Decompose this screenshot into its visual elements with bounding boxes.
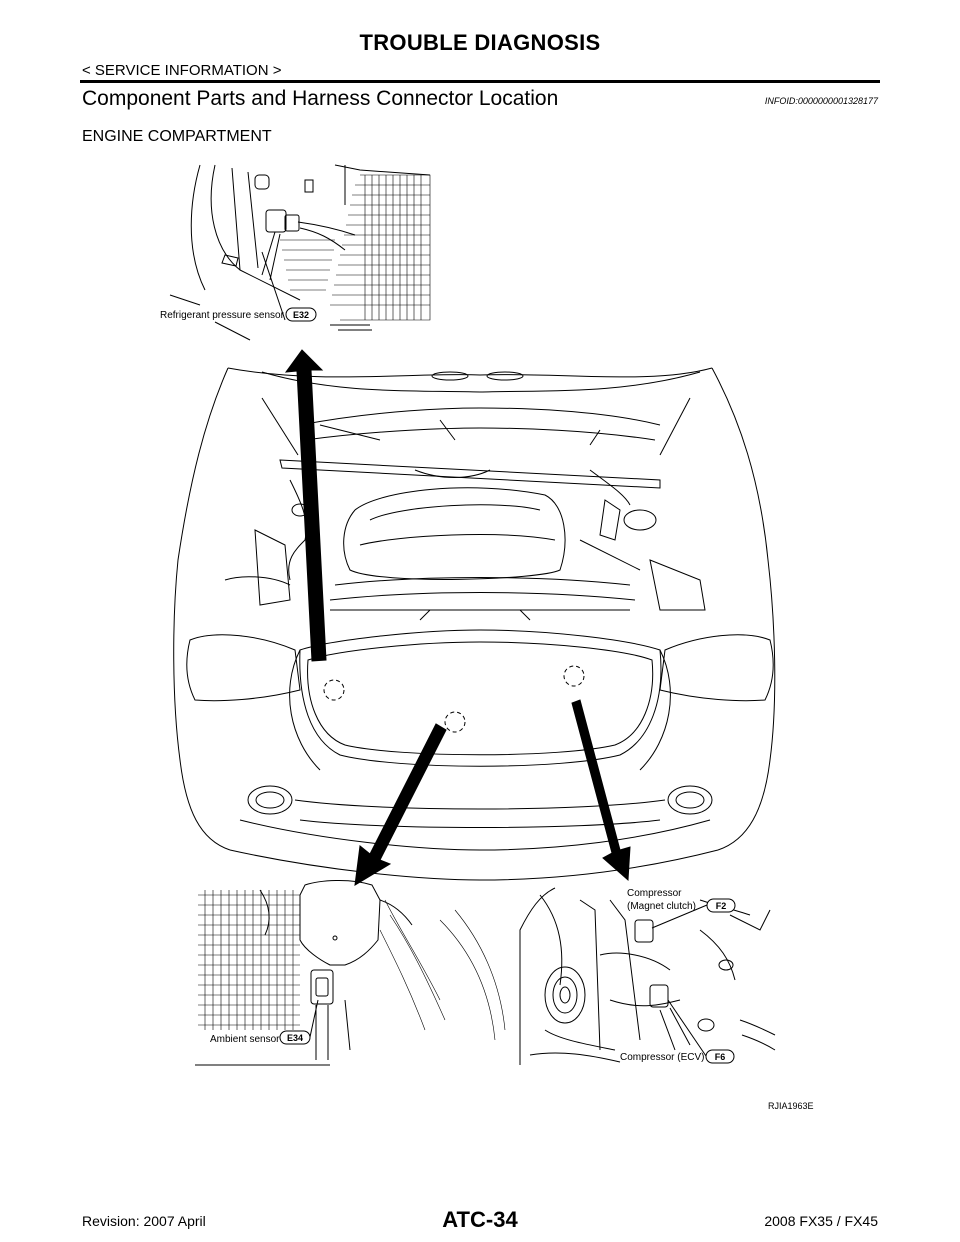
svg-text:Refrigerant pressure sensor: Refrigerant pressure sensor — [160, 310, 285, 321]
section-heading: Component Parts and Harness Connector Lo… — [82, 87, 559, 110]
svg-text:E34: E34 — [287, 1033, 303, 1043]
header-rule — [80, 80, 880, 83]
inset-refrigerant-sensor — [169, 164, 431, 341]
inset-compressor — [519, 887, 776, 1065]
callout-ambient-sensor: Ambient sensor E34 — [210, 999, 319, 1045]
svg-text:F2: F2 — [716, 901, 727, 911]
page-title: TROUBLE DIAGNOSIS — [359, 30, 601, 55]
info-id: INFOID:0000000001328177 — [764, 96, 878, 106]
svg-text:F6: F6 — [715, 1052, 726, 1062]
revision-date: Revision: 2007 April — [82, 1213, 206, 1229]
page-number: ATC-34 — [442, 1207, 518, 1232]
figure-code: RJIA1963E — [768, 1101, 814, 1111]
callout-compressor-ecv: Compressor (ECV) F6 — [620, 999, 735, 1064]
arrow-to-ambient — [354, 723, 447, 886]
svg-text:E32: E32 — [293, 310, 309, 320]
svg-text:(Magnet clutch): (Magnet clutch) — [627, 901, 696, 912]
svg-text:Compressor (ECV): Compressor (ECV) — [620, 1052, 704, 1063]
svg-text:Ambient sensor: Ambient sensor — [210, 1034, 280, 1045]
section-tag: < SERVICE INFORMATION > — [82, 62, 282, 79]
callout-refrigerant-sensor: Refrigerant pressure sensor E32 — [160, 251, 317, 322]
model-name: 2008 FX35 / FX45 — [764, 1213, 878, 1229]
arrow-to-compressor — [571, 699, 631, 882]
callout-compressor-magnet-clutch: Compressor (Magnet clutch) F2 — [627, 888, 736, 929]
svg-text:Compressor: Compressor — [627, 888, 682, 899]
sub-heading: ENGINE COMPARTMENT — [82, 128, 272, 145]
inset-ambient-sensor — [195, 879, 506, 1066]
vehicle-front-view — [173, 367, 776, 881]
